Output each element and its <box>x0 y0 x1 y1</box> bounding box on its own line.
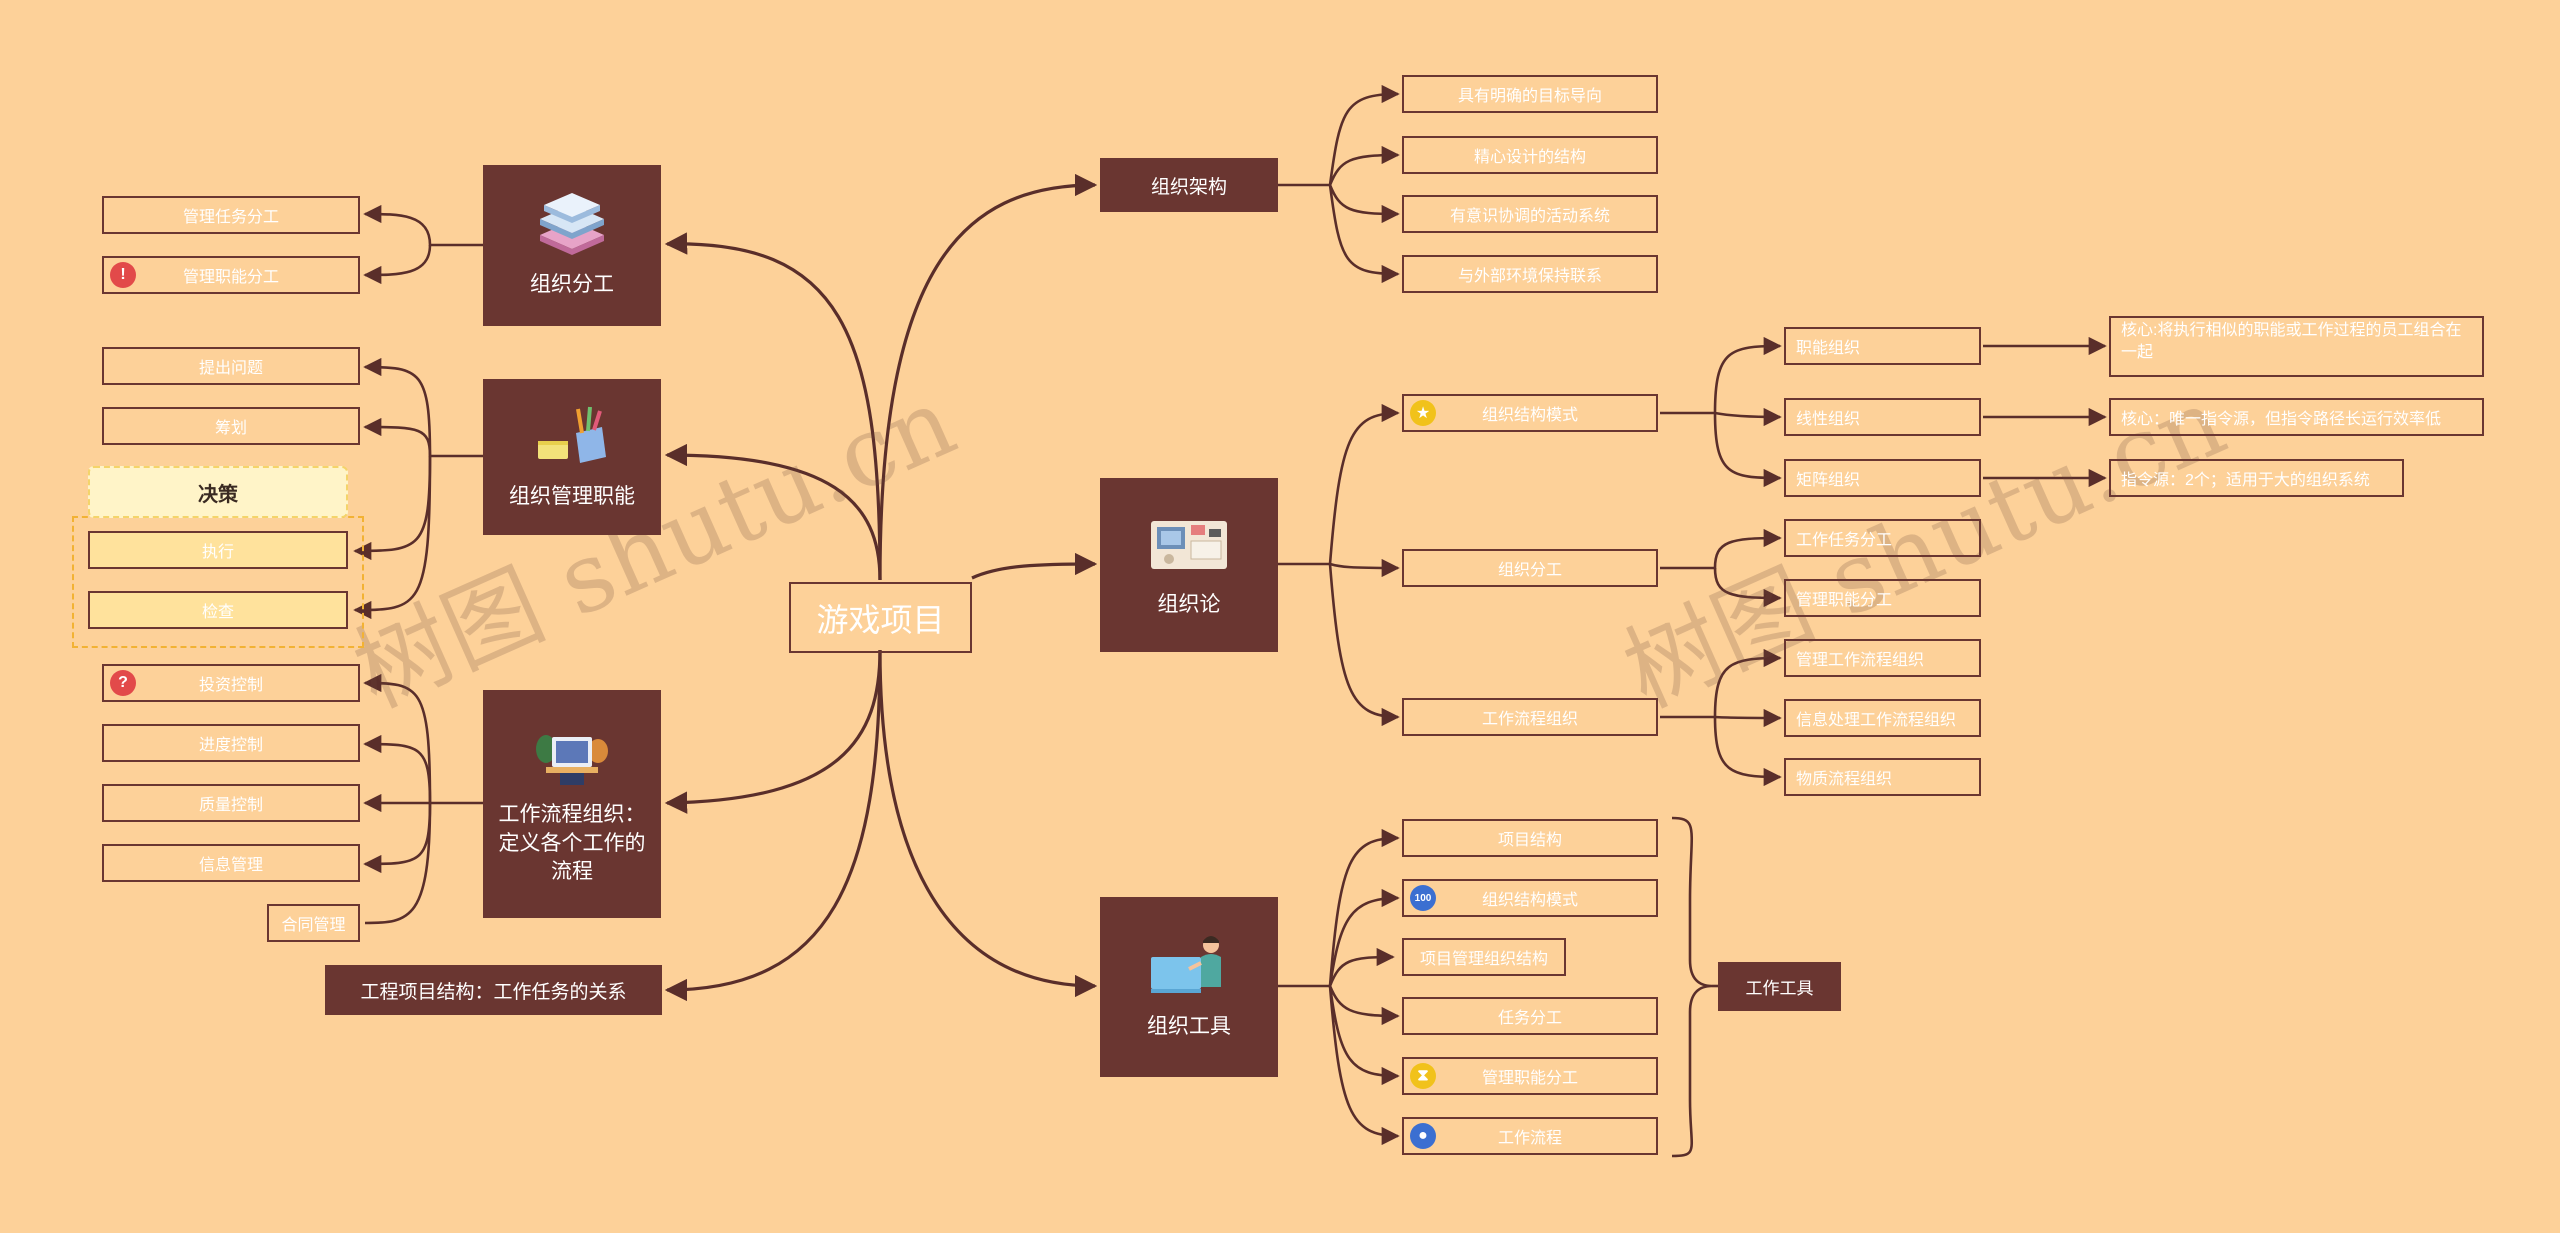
node-label: 工作流程组织：定义各个工作的流程 <box>498 803 646 884</box>
pencil-cup-icon <box>538 406 606 463</box>
leaf-guanli-zhineng-fengong[interactable]: ! 管理职能分工 <box>102 256 360 294</box>
leaf-zhiliang-kongzhi[interactable]: 质量控制 <box>102 784 360 822</box>
hundred-icon: 100 <box>1410 885 1436 911</box>
leaf-wuzhi-liucheng[interactable]: 物质流程组织 <box>1784 758 1981 796</box>
workspace-icon <box>536 735 608 786</box>
leaf-zuzhi-jiegou-moshi[interactable]: ★ 组织结构模式 <box>1402 394 1658 432</box>
leaf-touzi-kongzhi[interactable]: ? 投资控制 <box>102 664 360 702</box>
leaf-zhixing[interactable]: 执行 <box>88 531 348 569</box>
leaf-jingxin-sheji[interactable]: 精心设计的结构 <box>1402 136 1658 174</box>
leaf-hetong-guanli[interactable]: 合同管理 <box>267 904 360 942</box>
presenter-icon <box>1151 935 1221 993</box>
leaf-jiancha[interactable]: 检查 <box>88 591 348 629</box>
summary-gongzuo-gongju[interactable]: 工作工具 <box>1718 962 1841 1011</box>
hourglass-icon: ⧗ <box>1410 1063 1436 1089</box>
books-icon <box>540 193 604 256</box>
leaf-guanli-renwu-fengong[interactable]: 管理任务分工 <box>102 196 360 234</box>
node-zuzhi-lun[interactable]: 组织论 <box>1100 478 1278 652</box>
leaf-xianxing-zuzhi[interactable]: 线性组织 <box>1784 398 1981 436</box>
leaf-guanli-zhineng-fengong-2[interactable]: 管理职能分工 <box>1784 579 1981 617</box>
leaf-label: 投资控制 <box>198 677 263 694</box>
node-gongcheng-xiangmu-jiegou[interactable]: 工程项目结构：工作任务的关系 <box>325 965 662 1015</box>
node-zuzhi-guanli-zhineng[interactable]: 组织管理职能 <box>483 379 661 535</box>
note-zhineng-zuzhi[interactable]: 核心:将执行相似的职能或工作过程的员工组合在一起 <box>2109 316 2484 377</box>
user-icon: ● <box>1410 1123 1436 1149</box>
leaf-lun-gongzuo-liucheng[interactable]: 工作流程组织 <box>1402 698 1658 736</box>
leaf-xinxi-guanli[interactable]: 信息管理 <box>102 844 360 882</box>
node-gongzuo-liucheng[interactable]: 工作流程组织：定义各个工作的流程 <box>483 690 661 918</box>
node-label: 组织工具 <box>1147 1014 1231 1038</box>
leaf-waibu-huanjing[interactable]: 与外部环境保持联系 <box>1402 255 1658 293</box>
leaf-label: 工作流程 <box>1497 1130 1562 1147</box>
exclamation-icon: ! <box>110 262 136 288</box>
node-zuzhi-gongju[interactable]: 组织工具 <box>1100 897 1278 1077</box>
desk-icon <box>1151 520 1227 569</box>
question-icon: ? <box>110 670 136 696</box>
note-juzhen-zuzhi[interactable]: 指令源：2个；适用于大的组织系统 <box>2109 459 2404 497</box>
leaf-label: 管理职能分工 <box>1481 1070 1578 1087</box>
node-label: 组织管理职能 <box>509 484 635 508</box>
leaf-gongju-guanli-zhineng-fengong[interactable]: ⧗ 管理职能分工 <box>1402 1057 1658 1095</box>
node-label: 组织分工 <box>530 273 614 297</box>
leaf-label: 组织结构模式 <box>1481 892 1578 909</box>
leaf-xiangmu-jiegou[interactable]: 项目结构 <box>1402 819 1658 857</box>
leaf-lun-zuzhi-fengong[interactable]: 组织分工 <box>1402 549 1658 587</box>
leaf-xiangmu-guanli-zuzhi-jiegou[interactable]: 项目管理组织结构 <box>1402 938 1566 976</box>
node-zuzhi-jiagou[interactable]: 组织架构 <box>1100 158 1278 212</box>
leaf-tichu-wenti[interactable]: 提出问题 <box>102 347 360 385</box>
leaf-chouhua[interactable]: 筹划 <box>102 407 360 445</box>
leaf-juzhen-zuzhi[interactable]: 矩阵组织 <box>1784 459 1981 497</box>
leaf-zhineng-zuzhi[interactable]: 职能组织 <box>1784 327 1981 365</box>
star-icon: ★ <box>1410 400 1436 426</box>
leaf-gongju-zuzhi-jiegou-moshi[interactable]: 100 组织结构模式 <box>1402 879 1658 917</box>
node-zuzhi-fengong[interactable]: 组织分工 <box>483 165 661 326</box>
note-xianxing-zuzhi[interactable]: 核心：唯一指令源，但指令路径长运行效率低 <box>2109 398 2484 436</box>
leaf-gongzuo-liucheng[interactable]: ● 工作流程 <box>1402 1117 1658 1155</box>
leaf-juece[interactable]: 决策 <box>88 466 348 518</box>
leaf-label: 管理职能分工 <box>182 269 279 286</box>
leaf-jindu-kongzhi[interactable]: 进度控制 <box>102 724 360 762</box>
leaf-guanli-gongzuo-liucheng[interactable]: 管理工作流程组织 <box>1784 639 1981 677</box>
leaf-xietiao-huodong[interactable]: 有意识协调的活动系统 <box>1402 195 1658 233</box>
leaf-label: 组织结构模式 <box>1481 407 1578 424</box>
leaf-xinxi-chuli-liucheng[interactable]: 信息处理工作流程组织 <box>1784 699 1981 737</box>
node-label: 组织论 <box>1157 592 1221 616</box>
root-node[interactable]: 游戏项目 <box>789 582 972 653</box>
leaf-mubiao-daoxiang[interactable]: 具有明确的目标导向 <box>1402 75 1658 113</box>
leaf-gongzuo-renwu-fengong[interactable]: 工作任务分工 <box>1784 519 1981 557</box>
leaf-renwu-fengong[interactable]: 任务分工 <box>1402 997 1658 1035</box>
